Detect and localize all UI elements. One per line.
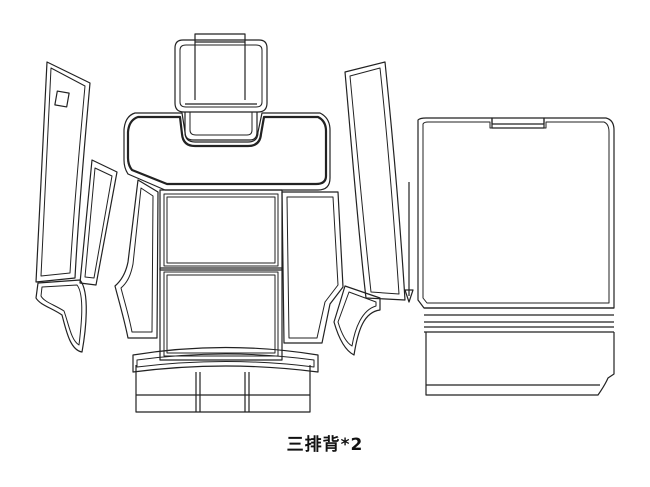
headrest <box>174 33 268 141</box>
left-hook-piece <box>35 279 87 353</box>
rear-back-panel <box>417 117 615 396</box>
bottom-base-blocks <box>135 365 311 413</box>
middle-upper-panel <box>159 189 283 271</box>
right-side-strip <box>344 61 406 301</box>
bottom-strip <box>132 346 319 373</box>
left-strip-slot <box>54 90 70 108</box>
right-bolster <box>281 191 344 344</box>
middle-lower-panel <box>159 267 283 361</box>
left-bolster <box>114 179 159 339</box>
left-side-strip <box>35 61 91 283</box>
caption: 三排背*2 <box>286 435 364 455</box>
right-hook-piece <box>333 285 381 356</box>
upper-back-panel <box>123 112 331 191</box>
grain-direction-arrow <box>404 182 414 303</box>
left-narrow-strip <box>79 159 118 286</box>
